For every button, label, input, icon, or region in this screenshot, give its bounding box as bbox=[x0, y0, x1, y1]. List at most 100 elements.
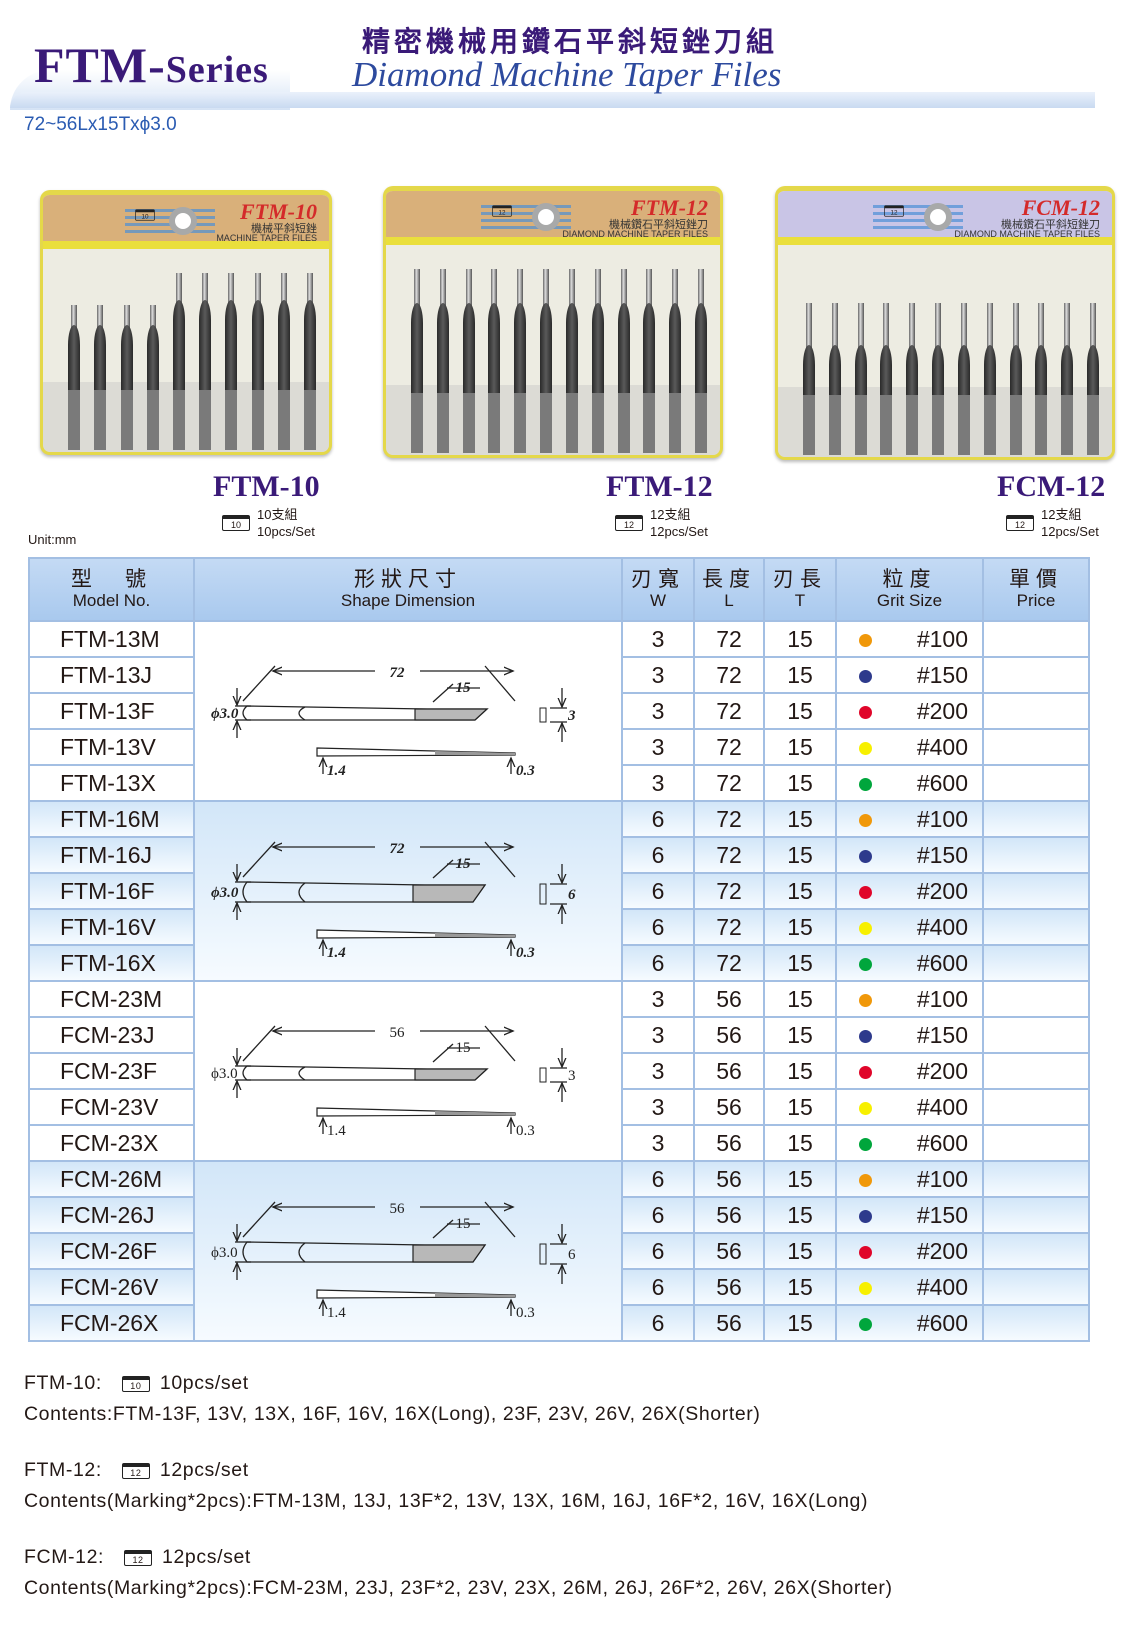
width-value: 6 bbox=[621, 1268, 695, 1306]
set-pieces: 12pcs/set bbox=[159, 1459, 249, 1481]
hanging-hole-icon bbox=[532, 203, 561, 231]
box-icon: 12 bbox=[884, 205, 904, 217]
width-value: 6 bbox=[621, 1232, 695, 1270]
file-grit bbox=[488, 393, 501, 453]
file-grit bbox=[828, 395, 841, 455]
length-value: 72 bbox=[693, 620, 765, 658]
length-value: 56 bbox=[693, 1124, 765, 1162]
grit-size: #200 bbox=[835, 692, 984, 730]
file-grit bbox=[410, 393, 423, 453]
file-grit bbox=[120, 390, 133, 450]
width-value: 3 bbox=[621, 1016, 695, 1054]
edge-thickness-label: 0.3 bbox=[516, 945, 535, 961]
set-label: FCM-12: bbox=[24, 1546, 105, 1568]
length-dimension-label: 72 bbox=[390, 841, 406, 857]
file-tool bbox=[436, 269, 449, 453]
package-label-en: DIAMOND MACHINE TAPER FILES bbox=[954, 229, 1100, 239]
price-value bbox=[982, 692, 1090, 730]
length-value: 56 bbox=[693, 1196, 765, 1234]
grit-size-value: #100 bbox=[916, 805, 968, 832]
diameter-label: ϕ3.0 bbox=[211, 1245, 238, 1261]
length-value: 72 bbox=[693, 692, 765, 730]
grit-size: #400 bbox=[835, 728, 984, 766]
grit-color-dot-icon bbox=[859, 1318, 872, 1331]
grit-color-dot-icon bbox=[859, 1066, 872, 1079]
model-number: FTM-16M bbox=[28, 800, 195, 838]
set-contents: Contents:FTM-13F, 13V, 13X, 16F, 16V, 16… bbox=[24, 1403, 761, 1425]
hanging-hole-icon bbox=[168, 207, 197, 235]
file-grit bbox=[983, 395, 996, 455]
length-value: 56 bbox=[693, 1052, 765, 1090]
model-number: FCM-26F bbox=[28, 1232, 195, 1270]
file-grit bbox=[1035, 395, 1048, 455]
width-value: 3 bbox=[621, 764, 695, 802]
column-header-zh: 型 號 bbox=[71, 566, 152, 591]
model-number: FTM-13J bbox=[28, 656, 195, 694]
model-number: FCM-23X bbox=[28, 1124, 195, 1162]
model-number: FCM-23F bbox=[28, 1052, 195, 1090]
file-tool bbox=[199, 273, 212, 450]
tip-length-value: 15 bbox=[763, 1088, 837, 1126]
file-grit bbox=[462, 393, 475, 453]
grit-color-dot-icon bbox=[859, 706, 872, 719]
width-value: 6 bbox=[621, 872, 695, 910]
grit-color-dot-icon bbox=[859, 1102, 872, 1115]
model-number: FCM-23V bbox=[28, 1088, 195, 1126]
file-grit bbox=[436, 393, 449, 453]
length-value: 72 bbox=[693, 944, 765, 982]
hanging-hole-icon bbox=[924, 203, 953, 231]
price-value bbox=[982, 1268, 1090, 1306]
grit-size: #200 bbox=[835, 1232, 984, 1270]
box-icon: 10 bbox=[222, 515, 250, 531]
width-label: 6 bbox=[568, 887, 576, 903]
grit-size-value: #200 bbox=[916, 877, 968, 904]
grit-color-dot-icon bbox=[859, 634, 872, 647]
file-tool bbox=[828, 303, 841, 455]
grit-size: #400 bbox=[835, 1268, 984, 1306]
grit-size-value: #400 bbox=[916, 1093, 968, 1120]
file-tool bbox=[880, 303, 893, 455]
package-logo: FCM-12 bbox=[1021, 195, 1100, 220]
file-grit bbox=[514, 393, 527, 453]
tip-length-value: 15 bbox=[763, 1232, 837, 1270]
length-dimension-label: 56 bbox=[390, 1025, 406, 1041]
tip-dimension-label: 15 bbox=[456, 680, 472, 696]
file-tool bbox=[514, 269, 527, 453]
width-value: 3 bbox=[621, 1124, 695, 1162]
file-tool bbox=[1035, 303, 1048, 455]
edge-thickness-label: 0.3 bbox=[516, 763, 535, 779]
grit-size: #400 bbox=[835, 908, 984, 946]
model-number: FCM-23J bbox=[28, 1016, 195, 1054]
file-grit bbox=[199, 390, 212, 450]
grit-color-dot-icon bbox=[859, 814, 872, 827]
price-value bbox=[982, 620, 1090, 658]
tip-length-value: 15 bbox=[763, 872, 837, 910]
length-value: 72 bbox=[693, 800, 765, 838]
tip-length-value: 15 bbox=[763, 728, 837, 766]
set-count-zh: 10支組 bbox=[257, 507, 298, 522]
header-band bbox=[10, 92, 1095, 108]
file-grit bbox=[172, 390, 185, 450]
box-icon: 10 bbox=[134, 209, 155, 221]
width-value: 3 bbox=[621, 1052, 695, 1090]
file-tool bbox=[277, 273, 290, 450]
model-number: FTM-13V bbox=[28, 728, 195, 766]
box-icon: 12 bbox=[492, 205, 512, 217]
tip-length-value: 15 bbox=[763, 656, 837, 694]
width-label: 3 bbox=[567, 708, 576, 724]
file-grit bbox=[251, 390, 264, 450]
tip-dimension-label: 15 bbox=[456, 856, 472, 872]
model-number: FTM-16F bbox=[28, 872, 195, 910]
tip-length-value: 15 bbox=[763, 980, 837, 1018]
tip-length-value: 15 bbox=[763, 1016, 837, 1054]
tip-length-value: 15 bbox=[763, 1124, 837, 1162]
